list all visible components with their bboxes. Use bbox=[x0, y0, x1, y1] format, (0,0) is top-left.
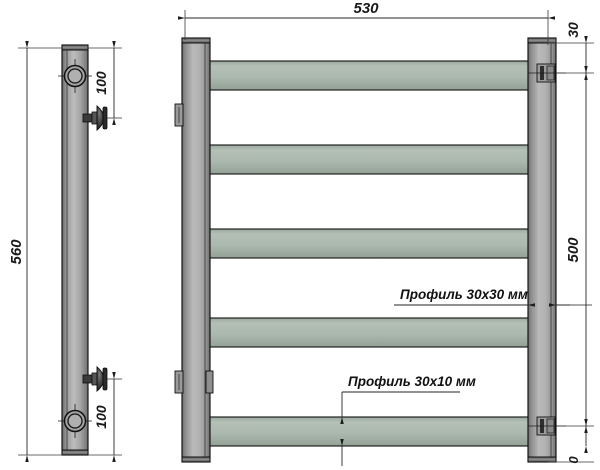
front-view-right-post bbox=[527, 37, 557, 463]
dim-overall-width-label: 530 bbox=[353, 0, 379, 17]
connector-left-lower-outer bbox=[205, 370, 214, 394]
callout-profile-30x30: Профиль 30x30 мм bbox=[394, 287, 592, 307]
rung-3 bbox=[199, 228, 539, 259]
callout-profile-30x10: Профиль 30x10 мм bbox=[340, 374, 476, 466]
side-view-top-cap bbox=[61, 44, 89, 51]
dim-port-spacing-top: 100 bbox=[88, 40, 122, 126]
dim-baseline-label: 0 bbox=[566, 456, 581, 464]
rung-1 bbox=[199, 60, 539, 91]
dim-top-offset: 30 bbox=[548, 22, 594, 81]
port-bottom bbox=[58, 404, 92, 438]
dim-connector-span-label: 500 bbox=[565, 237, 582, 263]
connector-right-lower bbox=[528, 416, 566, 436]
dim-overall-width: 530 bbox=[177, 0, 556, 45]
side-view-bottom-cap bbox=[61, 449, 89, 456]
dim-baseline: 0 bbox=[548, 418, 594, 464]
dim-connector-span: 500 bbox=[565, 65, 588, 434]
connector-right-upper bbox=[528, 63, 566, 83]
rung-4 bbox=[199, 317, 539, 348]
rung-2 bbox=[199, 144, 539, 175]
connector-left-lower bbox=[174, 370, 184, 394]
dim-port-spacing-top-label: 100 bbox=[93, 71, 109, 95]
dim-port-spacing-bottom-label: 100 bbox=[93, 405, 109, 429]
dim-overall-height: 560 bbox=[8, 40, 62, 463]
front-view-left-post bbox=[181, 37, 211, 463]
rung-group bbox=[199, 60, 539, 447]
dim-overall-height-label: 560 bbox=[8, 239, 25, 265]
side-view-post bbox=[61, 44, 89, 456]
port-top bbox=[58, 59, 92, 93]
dim-top-offset-label: 30 bbox=[565, 22, 581, 38]
side-view bbox=[58, 44, 108, 456]
callout-profile-30x10-label: Профиль 30x10 мм bbox=[348, 374, 476, 389]
front-view bbox=[174, 37, 566, 463]
connector-left-upper bbox=[174, 103, 184, 127]
rung-5 bbox=[199, 416, 539, 447]
callout-profile-30x30-label: Профиль 30x30 мм bbox=[400, 287, 528, 302]
valve-top bbox=[82, 105, 108, 131]
dim-port-spacing-bottom: 100 bbox=[88, 371, 122, 463]
